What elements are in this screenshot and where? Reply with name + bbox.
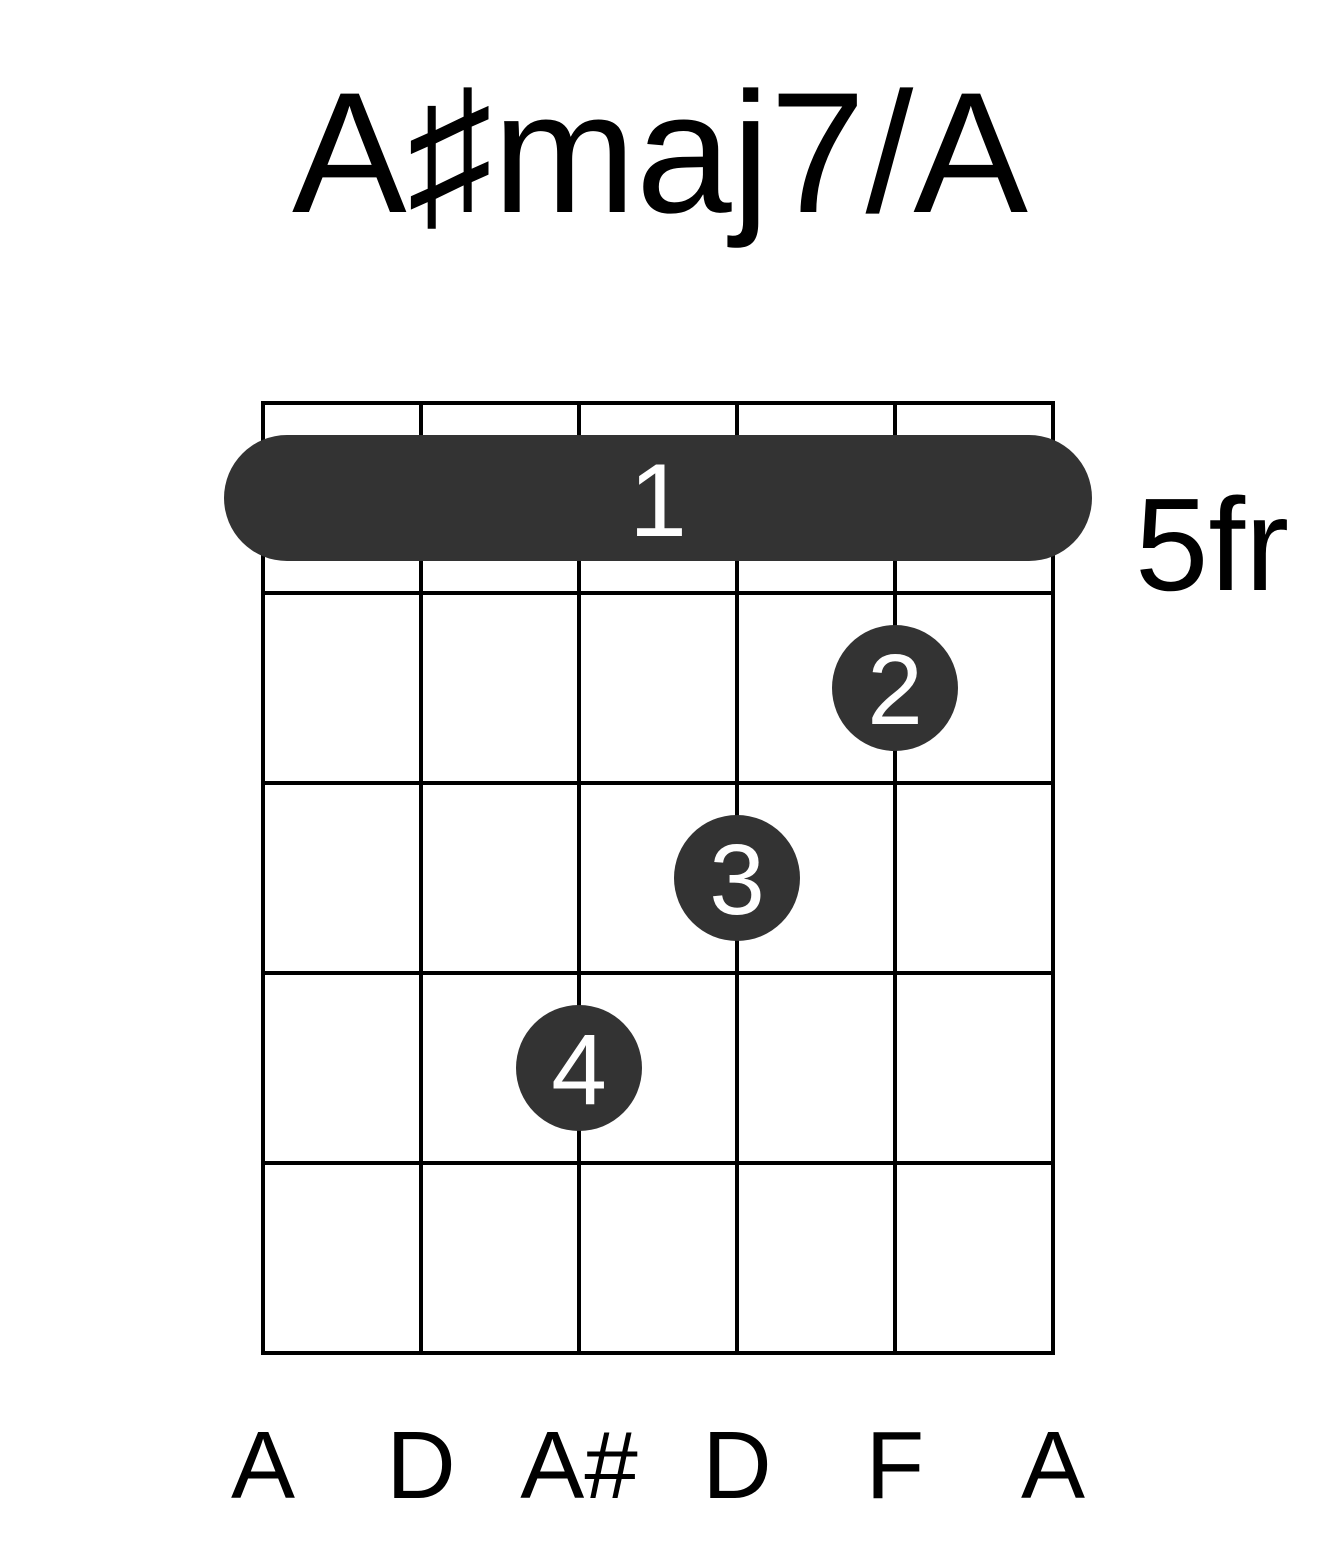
chord-title: A♯maj7/A [292,57,1028,249]
string-note-3: A# [520,1412,637,1519]
barre-finger-label: 1 [629,443,687,559]
fretboard-grid [261,401,1055,1355]
barre-marker [224,435,1092,561]
string-note-4: D [702,1412,771,1519]
string-note-1: A [231,1412,295,1519]
finger-dot-label-3: 3 [709,824,765,936]
finger-dot-3 [674,815,800,941]
string-note-5: F [866,1412,925,1519]
string-note-6: A [1021,1412,1085,1519]
finger-dot-label-2: 2 [867,634,923,746]
finger-dot-4 [516,1005,642,1131]
finger-markers: 1 234 [224,435,1092,1131]
finger-dot-label-4: 4 [551,1014,607,1126]
finger-dot-2 [832,625,958,751]
start-fret-label: 5fr [1135,471,1289,618]
string-note-2: D [386,1412,455,1519]
